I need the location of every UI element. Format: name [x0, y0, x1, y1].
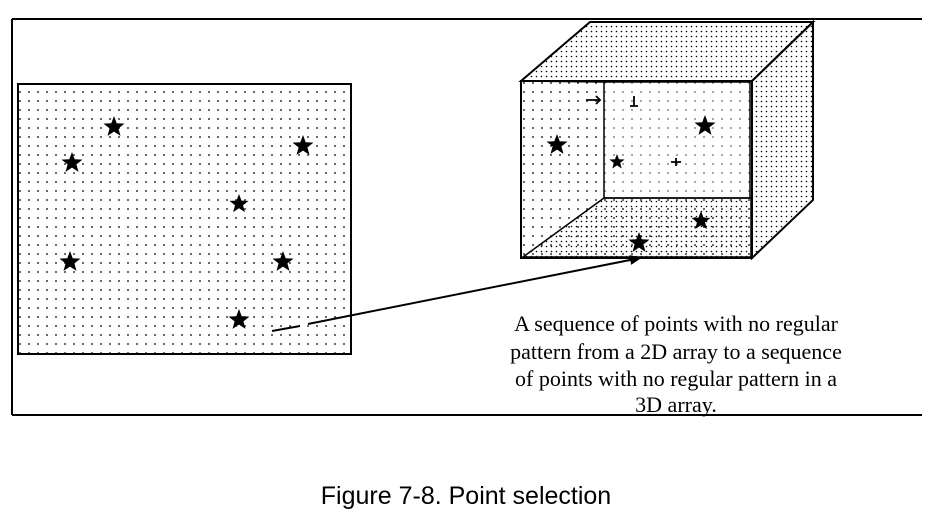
- point-2d-star-icon: [59, 251, 81, 271]
- 2d-array: [17, 83, 352, 355]
- description-line-1: A sequence of points with no regular: [514, 311, 838, 336]
- point-3d-star-icon: [546, 134, 568, 154]
- point-2d-star-icon: [61, 152, 83, 172]
- mapping-arrow: [271, 258, 640, 332]
- description-text: A sequence of points with no regular pat…: [510, 311, 842, 417]
- description-line-4: 3D array.: [635, 392, 717, 417]
- figure-caption: Figure 7-8. Point selection: [321, 482, 611, 510]
- description-line-3: of points with no regular pattern in a: [515, 366, 837, 391]
- point-2d-star-icon: [292, 135, 314, 155]
- point-3d-star-icon: [628, 232, 650, 252]
- description-line-2: pattern from a 2D array to a sequence: [510, 339, 842, 364]
- point-2d-star-icon: [103, 116, 125, 136]
- point-3d-star-icon: [609, 154, 625, 169]
- point-3d-partial-icon: [671, 158, 681, 166]
- 3d-array-cube: [518, 19, 816, 261]
- point-3d-star-icon: [691, 211, 711, 230]
- point-2d-star-icon: [229, 194, 249, 213]
- point-3d-partial-icon: [586, 95, 602, 105]
- point-2d-star-icon: [228, 309, 250, 329]
- point-3d-star-icon: [694, 115, 716, 135]
- point-markers: [59, 95, 716, 329]
- point-2d-star-icon: [272, 251, 294, 271]
- cube-inner-floor: [520, 197, 752, 258]
- point-3d-partial-icon: [630, 96, 638, 107]
